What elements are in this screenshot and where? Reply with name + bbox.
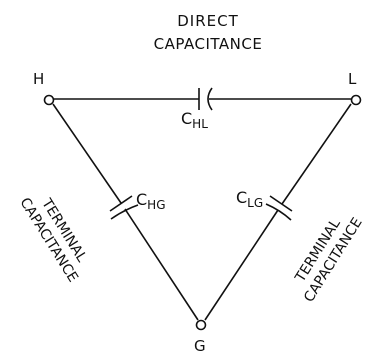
heading-line-1: DIRECT	[177, 12, 239, 30]
capacitor-hg-symbol	[109, 195, 139, 220]
left-terminal-capacitance-label: TERMINAL CAPACITANCE	[16, 195, 89, 285]
terminal-h-node	[43, 94, 55, 106]
terminal-g-node	[195, 319, 207, 331]
terminal-l-label: L	[348, 70, 357, 88]
capacitor-hl-main: C	[181, 109, 192, 128]
capacitor-lg-sub: LG	[247, 196, 263, 210]
capacitor-hl-symbol	[198, 87, 213, 111]
wire-h-g	[52, 103, 199, 321]
capacitor-hl-sub: HL	[192, 117, 208, 131]
terminal-g-label: G	[194, 337, 206, 355]
capacitor-hg-sub: HG	[147, 198, 165, 212]
terminal-l-node	[350, 94, 362, 106]
capacitor-lg-symbol	[265, 195, 293, 221]
capacitor-hg-main: C	[136, 190, 147, 209]
capacitor-hl-label: CHL	[181, 109, 208, 131]
right-terminal-capacitance-label: TERMINAL CAPACITANCE	[292, 215, 366, 305]
capacitor-lg-main: C	[236, 188, 247, 207]
heading-line-2: CAPACITANCE	[154, 35, 263, 53]
wire-l-g	[204, 103, 352, 321]
terminal-h-label: H	[33, 70, 44, 88]
capacitor-lg-label: CLG	[236, 188, 263, 210]
capacitor-hg-label: CHG	[136, 190, 166, 212]
